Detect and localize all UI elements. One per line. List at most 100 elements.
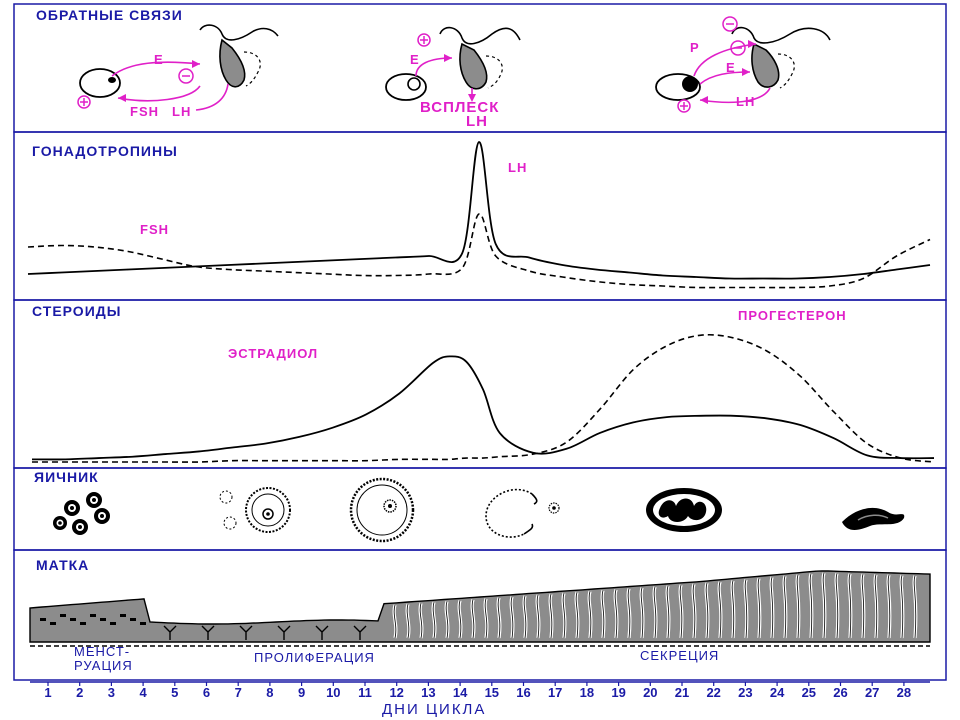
day-tick-label: 10 (326, 685, 340, 700)
endometrial-gland-outline (796, 574, 800, 639)
lh-series-label: LH (508, 160, 527, 175)
arrowhead (192, 60, 200, 68)
arrowhead (468, 94, 476, 102)
hypothalamus-pituitary-2 (439, 26, 521, 90)
endometrial-gland-outline (484, 598, 488, 639)
day-tick-label: 28 (897, 685, 911, 700)
menstrual-debris (130, 618, 136, 621)
endometrial-gland-outline (783, 575, 787, 639)
steroids-title: СТЕРОИДЫ (32, 303, 121, 319)
plus-icon (417, 33, 431, 47)
endometrial-gland-outline (744, 579, 748, 639)
phase-secretion: СЕКРЕЦИЯ (640, 648, 719, 663)
minus-icon (730, 40, 746, 56)
endometrial-gland-outline (731, 580, 735, 639)
growing-follicle (219, 487, 291, 533)
endometrial-gland-outline (627, 588, 631, 639)
day-tick-label: 4 (139, 685, 147, 700)
endometrial-gland-outline (679, 584, 683, 639)
arrowhead (748, 40, 756, 48)
endometrial-gland-outline (406, 603, 410, 639)
day-tick-label: 3 (108, 685, 115, 700)
proliferative-gland (277, 625, 291, 640)
minus-icon (722, 16, 738, 32)
series-line-dashed-1 (32, 333, 935, 463)
phase-menstruation-line1: МЕНСТ- (74, 644, 130, 659)
corpus-luteum (646, 488, 722, 532)
series-line-dashed-1 (27, 213, 931, 289)
endometrial-gland-outline (601, 590, 605, 639)
minus-icon (178, 68, 194, 84)
phase-menstruation-line2: РУАЦИЯ (74, 658, 133, 673)
menstrual-debris (140, 622, 146, 625)
feedback-e-label: E (726, 60, 736, 75)
day-tick-label: 7 (235, 685, 242, 700)
endometrial-gland-outline (393, 604, 397, 639)
day-tick-label: 22 (706, 685, 720, 700)
hypothalamus-pituitary-3 (731, 26, 831, 89)
fsh-series-label: FSH (140, 222, 169, 237)
lh-arrow-1 (195, 83, 229, 111)
progesterone-series-label: ПРОГЕСТЕРОН (738, 308, 847, 323)
endometrial-gland-outline (757, 578, 761, 639)
day-tick-label: 15 (485, 685, 499, 700)
ovary-follicle-2 (385, 73, 427, 101)
endometrial-gland-outline (445, 601, 449, 639)
day-tick-label: 12 (389, 685, 403, 700)
proliferative-gland (163, 625, 177, 640)
estrogen-arrow-2 (415, 57, 453, 77)
ovary-follicle-1 (79, 68, 121, 98)
day-tick-label: 2 (76, 685, 83, 700)
endometrial-gland-outline (666, 585, 670, 639)
endometrial-gland-outline (705, 582, 709, 639)
series-line-solid-0 (31, 355, 935, 461)
day-tick-label: 13 (421, 685, 435, 700)
day-tick-label: 24 (770, 685, 785, 700)
hypothalamus-pituitary-1 (199, 24, 279, 88)
day-tick-label: 6 (203, 685, 210, 700)
endometrial-gland-outline (419, 603, 423, 639)
day-tick-label: 25 (802, 685, 816, 700)
arrowhead (742, 68, 750, 76)
feedback-lh-label: LH (736, 94, 755, 109)
menstrual-debris (100, 618, 106, 621)
endometrial-gland-outline (497, 597, 501, 639)
day-tick-label: 5 (171, 685, 178, 700)
endometrial-gland-outline (640, 587, 644, 639)
day-tick-label: 20 (643, 685, 657, 700)
feedback-ovulatory: E ВСПЛЕСК LH (385, 26, 521, 130)
day-tick-label: 19 (611, 685, 625, 700)
endometrial-gland-outline (835, 573, 839, 639)
endometrial-gland-outline (510, 596, 514, 639)
proliferative-gland (239, 625, 253, 640)
steroids-chart (31, 333, 935, 463)
feedback-follicular: E FSH LH (77, 24, 279, 119)
ovary-title: ЯИЧНИК (34, 469, 99, 485)
ovulating-follicle (485, 488, 560, 538)
endometrial-gland-outline (861, 573, 865, 639)
proliferative-gland (315, 625, 329, 640)
uterus-title: МАТКА (36, 557, 89, 573)
primordial-follicles (53, 492, 110, 535)
phase-proliferation: ПРОЛИФЕРАЦИЯ (254, 650, 375, 665)
endometrial-gland-outline (770, 577, 774, 639)
proliferative-gland (353, 625, 367, 640)
endometrial-gland-outline (549, 593, 553, 639)
menstrual-debris (70, 618, 76, 621)
endometrial-gland-outline (809, 573, 813, 639)
arrowhead (118, 94, 126, 102)
ovary-corpus-luteum (655, 73, 701, 101)
fsh-arrow-1 (117, 85, 201, 102)
corpus-albicans (842, 507, 905, 530)
menstrual-debris (90, 614, 96, 617)
endometrial-gland-outline (432, 602, 436, 639)
arrowhead (444, 54, 452, 62)
plus-icon (77, 95, 91, 109)
endometrial-gland-outline (848, 573, 852, 639)
endometrial-gland-outline (458, 600, 462, 639)
endometrial-gland-outline (536, 594, 540, 639)
feedback-title: ОБРАТНЫЕ СВЯЗИ (36, 7, 183, 23)
estradiol-series-label: ЭСТРАДИОЛ (228, 346, 318, 361)
